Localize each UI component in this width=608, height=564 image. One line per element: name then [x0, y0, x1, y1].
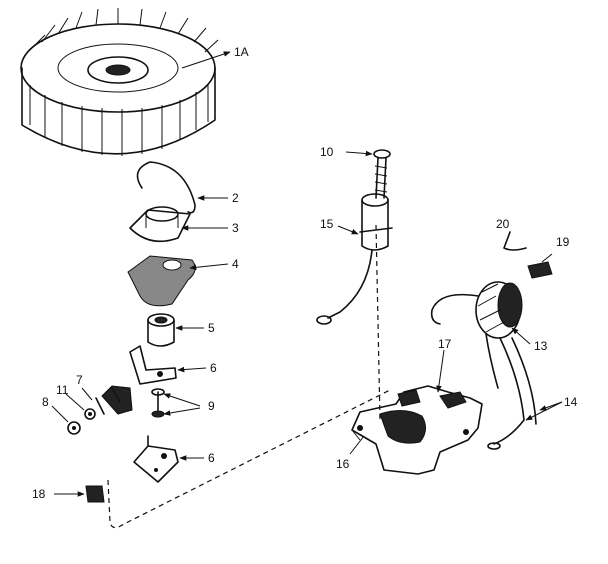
label-17: 17: [438, 337, 452, 351]
label-13: 13: [534, 339, 548, 353]
felt-wiper-part: [127, 255, 229, 307]
sleeve-part: [147, 313, 204, 347]
nut-washer-part: [51, 393, 96, 435]
magneto-housing-part: [349, 349, 483, 475]
breaker-base-part: [133, 435, 204, 483]
label-20: 20: [496, 217, 510, 231]
label-6-upper: 6: [210, 361, 217, 375]
flywheel-part: [20, 8, 231, 156]
label-7: 7: [76, 373, 83, 387]
condenser-part: [316, 193, 393, 325]
ignition-coil-part: [430, 281, 531, 345]
label-3: 3: [232, 221, 239, 235]
assembly-line-center: [375, 224, 381, 421]
label-9: 9: [208, 399, 215, 413]
spring-clip-part: [136, 161, 228, 214]
assembly-line-left: [107, 389, 391, 529]
label-2: 2: [232, 191, 239, 205]
label-6-lower: 6: [208, 451, 215, 465]
label-8: 8: [42, 395, 49, 409]
terminal-screw-part: [345, 149, 391, 199]
screw-washer-part: [151, 388, 201, 418]
lead-wires-part: [485, 333, 563, 450]
label-4: 4: [232, 257, 239, 271]
label-18: 18: [32, 487, 46, 501]
spring-wire-part: [503, 231, 527, 251]
label-14: 14: [564, 395, 578, 409]
label-1a: 1A: [234, 45, 249, 59]
breaker-arm-part: [129, 345, 207, 385]
bracket-part: [95, 385, 133, 415]
label-15: 15: [320, 217, 334, 231]
lead-clip-part: [54, 485, 105, 503]
label-16: 16: [336, 457, 350, 471]
ground-clip-part: [527, 253, 553, 279]
label-5: 5: [208, 321, 215, 335]
label-19: 19: [556, 235, 570, 249]
label-11: 11: [56, 383, 69, 397]
cam-bushing-part: [129, 206, 228, 243]
label-10: 10: [320, 145, 334, 159]
